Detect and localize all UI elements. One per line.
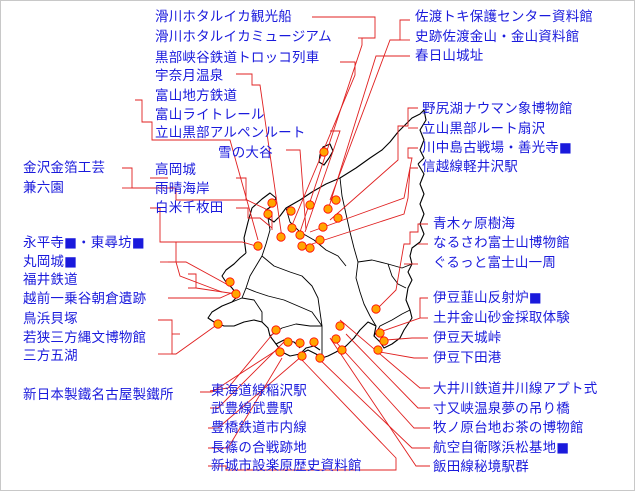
poi-marker [305,200,315,210]
poi-marker [331,334,341,344]
poi-marker [323,204,333,214]
poi-marker [379,336,389,346]
label-shinshiro-shidaragahara[interactable]: 新城市設楽原歴史資料館 [211,458,362,474]
label-tateyama-kurobe-ogisawa[interactable]: 立山黒部ルート扇沢 [422,121,546,137]
poi-marker [253,241,263,251]
label-jsdf-hamamatsu[interactable]: 航空自衛隊浜松基地■ [433,440,570,456]
poi-marker [276,232,286,242]
label-izu-nirayama[interactable]: 伊豆韮山反射炉■ [433,290,542,306]
label-unazuki-onsen[interactable]: 宇奈月温泉 [155,68,224,84]
label-toi-kinzan[interactable]: 土井金山砂金採取体験 [433,310,570,326]
label-kanazawa-kinpaku[interactable]: 金沢金箔工芸 [23,160,106,176]
label-shin-nippon-seitetsu[interactable]: 新日本製鐵名古屋製鐵所 [23,387,174,403]
label-kenrokuen[interactable]: 兼六園 [23,180,65,196]
poi-points [213,147,389,363]
label-toyama-chiho-tetsudo[interactable]: 富山地方鉄道 [155,88,238,104]
label-iida-hikyo[interactable]: 飯田線秘境駅群 [433,459,529,475]
label-narusawa-fujisan[interactable]: なるさわ富士山博物館 [433,235,570,251]
label-eiheiji-tojinbo[interactable]: 永平寺■・東尋坊■ [23,235,145,251]
poi-marker [305,243,315,253]
poi-marker [286,206,296,216]
prefecture-borders [231,177,413,358]
label-tateyama-kurobe-alpine[interactable]: 立山黒部アルペンルート [155,125,306,141]
label-taketoyo-line[interactable]: 武豊線武豊駅 [211,401,294,417]
label-kasugayama-joshi[interactable]: 春日山城址 [415,48,484,64]
label-maruoka-jo[interactable]: 丸岡城■ [23,254,78,270]
label-kurobe-torokko[interactable]: 黒部峡谷鉄道トロッコ列車 [155,50,320,66]
label-sado-toki[interactable]: 佐渡トキ保護センター資料館 [415,9,594,25]
poi-marker [275,347,285,357]
poi-marker [297,351,307,361]
label-namerikawa-hotaruika-museum[interactable]: 滑川ホタルイカミュージアム [155,29,332,45]
label-tokaido-inazawa[interactable]: 東海道線稲沢駅 [211,383,307,399]
poi-marker [315,353,325,363]
mainland-coast [207,109,427,359]
label-izu-shimoda[interactable]: 伊豆下田港 [433,350,502,366]
label-shiramine-senmaida[interactable]: 白米千枚田 [155,200,224,216]
label-takaoka-jo[interactable]: 高岡城 [155,162,197,178]
poi-marker [319,147,329,157]
poi-marker [331,195,341,205]
poi-marker [373,345,383,355]
label-oigawa-ikawa[interactable]: 大井川鉄道井川線アプト式 [433,381,598,397]
poi-marker [231,289,241,299]
poi-marker [315,235,325,245]
poi-marker [371,304,381,314]
label-shiseki-sado-kinzan[interactable]: 史跡佐渡金山・金山資料館 [415,29,580,45]
label-kawanakajima-zenkoji[interactable]: 川中島古戦場・善光寺■ [422,140,572,156]
label-makinohara-ocha[interactable]: 牧ノ原台地お茶の博物館 [433,420,584,436]
label-nagashino[interactable]: 長篠の合戦跡地 [211,440,307,456]
label-sumata-yume[interactable]: 寸又峡温泉夢の吊り橋 [433,401,570,417]
label-aokigahara[interactable]: 青木ヶ原樹海 [433,216,516,232]
poi-marker [267,198,277,208]
label-nojiriko-naumann[interactable]: 野尻湖ナウマン象博物館 [422,101,573,117]
label-yuki-no-otani[interactable]: 雪の大谷 [218,145,273,161]
poi-marker [337,345,347,355]
poi-marker [333,213,343,223]
poi-marker [375,328,385,338]
label-izu-amagi[interactable]: 伊豆天城峠 [433,330,502,346]
label-mikata-goko[interactable]: 三方五湖 [23,348,78,364]
poi-marker [283,337,293,347]
label-fukui-tetsudo[interactable]: 福井鉄道 [23,272,78,288]
poi-marker [318,222,328,232]
poi-marker [271,325,281,335]
poi-marker [309,337,319,347]
label-torihama-kaizuka[interactable]: 鳥浜貝塚 [23,311,78,327]
poi-marker [297,241,307,251]
label-shinetsusen-karuizawa[interactable]: 信越線軽井沢駅 [422,159,518,175]
label-echizen-ichijodani[interactable]: 越前一乗谷朝倉遺跡 [23,291,147,307]
poi-marker [225,277,235,287]
poi-marker [263,209,273,219]
poi-marker [295,338,305,348]
label-toyama-light-rail[interactable]: 富山ライトレール [155,107,265,123]
poi-marker [287,223,297,233]
label-gurutto-fujisan[interactable]: ぐるっと富士山一周 [433,255,557,271]
label-namerikawa-hotaruika-kanko[interactable]: 滑川ホタルイカ観光船 [155,9,292,25]
label-amaharashi-kaigan[interactable]: 雨晴海岸 [155,181,210,197]
poi-marker [335,321,345,331]
label-wakasa-mikata-jomon[interactable]: 若狭三方縄文博物館 [23,330,147,346]
leader-lines [122,16,430,471]
poi-marker [295,230,305,240]
label-toyohashi-tetsudo[interactable]: 豊橋鉄道市内線 [211,420,307,436]
poi-marker [213,319,223,329]
